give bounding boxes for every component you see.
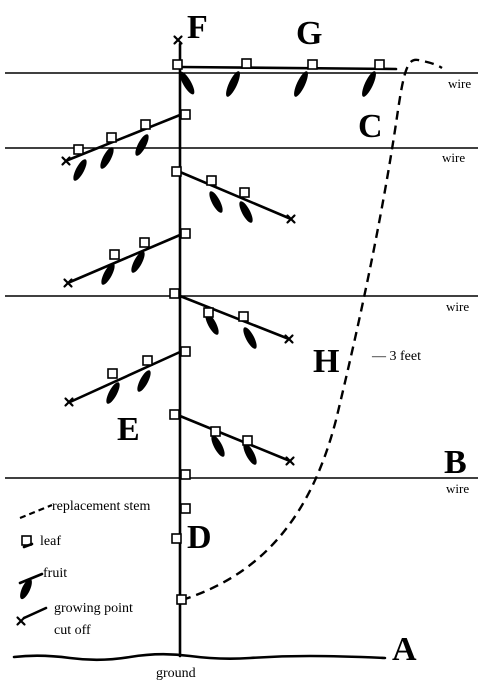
label-d: D	[187, 519, 212, 556]
fruit-mark	[211, 435, 225, 457]
ground-label: ground	[156, 666, 196, 681]
fruit-mark	[179, 71, 195, 95]
legend-fruit: fruit	[43, 566, 67, 581]
leaf-square-icon	[107, 368, 118, 379]
top-branch-g	[178, 65, 398, 71]
measurement-label: — 3 feet	[371, 349, 421, 364]
fruit-mark	[131, 251, 145, 273]
legend-growing-point-line2: cut off	[54, 623, 91, 638]
label-h: H	[313, 343, 339, 380]
branch-left-2	[68, 233, 182, 284]
label-f: F	[187, 9, 208, 46]
label-g: G	[296, 15, 322, 52]
leaf-square-icon	[169, 409, 180, 420]
legend: replacement stem leaf fruit growing poin…	[16, 499, 150, 638]
x-mark-icon	[61, 156, 71, 166]
ground-line	[12, 652, 387, 662]
x-mark-icon	[286, 214, 296, 224]
leaf-square-icon	[203, 307, 214, 318]
leaf-square-icon	[73, 144, 84, 155]
leaf-square-icon	[242, 435, 253, 446]
leaf-square-icon	[180, 346, 191, 357]
label-a: A	[392, 631, 417, 668]
fruit-icon	[20, 578, 32, 600]
leaf-square-icon	[239, 187, 250, 198]
leaf-square-icon	[210, 426, 221, 437]
x-mark-icon	[63, 278, 73, 288]
branch-right-1	[178, 170, 293, 221]
fruit-mark	[209, 191, 223, 213]
wire-label-4: wire	[446, 481, 469, 496]
fruit-mark	[106, 382, 120, 404]
leaf-square-icon	[171, 533, 182, 544]
leaf-square-icon	[238, 311, 249, 322]
label-c: C	[358, 108, 383, 145]
leaf-square-icon	[106, 132, 117, 143]
x-mark-icon	[64, 397, 74, 407]
leaf-square-icon	[142, 355, 153, 366]
wire-labels: wire wire wire wire	[442, 76, 471, 496]
leaf-square-icon	[374, 59, 385, 70]
fruit-mark	[243, 327, 257, 349]
cut-points	[61, 35, 296, 466]
branch-left-1	[66, 113, 182, 162]
fruit-mark	[226, 71, 240, 97]
branch-right-3	[178, 414, 292, 463]
leaf-square-icon	[109, 249, 120, 260]
leaf-square-icon	[139, 237, 150, 248]
wire-label-1: wire	[448, 76, 471, 91]
leaf-square-icon	[180, 109, 191, 120]
leaf-square-icon	[180, 503, 191, 514]
fruit-mark	[100, 147, 114, 169]
fruit-mark	[205, 313, 219, 335]
legend-cut-stem	[22, 606, 48, 620]
letter-labels: F G C H E B D A	[117, 9, 467, 668]
legend-leaf-stem	[22, 542, 34, 549]
leaf-square-icon	[307, 59, 318, 70]
fruits	[73, 71, 376, 465]
x-mark-icon	[285, 456, 295, 466]
replacement-stem	[181, 58, 443, 602]
label-b: B	[444, 444, 467, 481]
leaf-square-icon	[171, 166, 182, 177]
legend-replacement-stem: replacement stem	[52, 499, 150, 514]
legend-replacement-stem-swatch	[19, 503, 53, 520]
leaf-square-icon	[206, 175, 217, 186]
fruit-mark	[294, 71, 308, 97]
leaf-square-icon	[180, 228, 191, 239]
branch-right-2	[178, 294, 291, 341]
x-mark-icon	[173, 35, 183, 45]
fruit-mark	[243, 443, 257, 465]
leaves	[73, 58, 385, 605]
wire-label-2: wire	[442, 150, 465, 165]
label-e: E	[117, 411, 140, 448]
branch-left-3	[68, 350, 182, 404]
legend-leaf: leaf	[40, 534, 61, 549]
legend-fruit-stem	[18, 572, 44, 585]
wires	[5, 72, 478, 479]
fruit-mark	[101, 263, 115, 285]
x-mark-icon	[284, 334, 294, 344]
fruit-mark	[239, 201, 253, 223]
fruit-mark	[362, 71, 376, 97]
leaf-square-icon	[169, 288, 180, 299]
wire-label-3: wire	[446, 299, 469, 314]
leaf-square-icon	[180, 469, 191, 480]
leaf-square-icon	[176, 594, 187, 605]
fruit-mark	[73, 159, 87, 181]
legend-growing-point-line1: growing point	[54, 601, 133, 616]
fruit-mark	[137, 370, 151, 392]
leaf-square-icon	[241, 58, 252, 69]
side-branches	[66, 113, 293, 463]
fruit-mark	[135, 134, 149, 156]
leaf-square-icon	[140, 119, 151, 130]
leaf-square-icon	[172, 59, 183, 70]
